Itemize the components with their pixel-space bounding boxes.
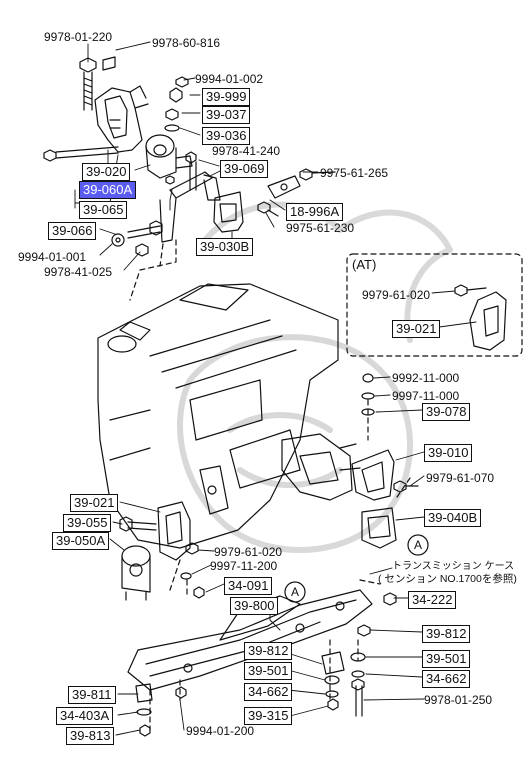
side-bolt [111,220,163,257]
part-box-34-662-right[interactable]: 34-662 [422,670,471,688]
at-inset-frame [346,253,523,357]
part-box-34-222[interactable]: 34-222 [408,591,457,609]
right-washer-stack [361,373,375,416]
part-box-39-055[interactable]: 39-055 [63,514,112,532]
part-box-39-030b[interactable]: 39-030B [196,238,254,256]
part-box-39-065[interactable]: 39-065 [79,201,128,219]
part-box-39-036[interactable]: 39-036 [202,127,251,145]
part-9997-11-200: 9997-11-200 [210,559,278,573]
left-mount-rubber [121,545,151,601]
at-mount-bracket [454,284,507,351]
part-box-39-999[interactable]: 39-999 [202,88,251,106]
left-mount-bracket [119,501,191,561]
part-box-39-010[interactable]: 39-010 [424,444,473,462]
part-box-39-813[interactable]: 39-813 [66,727,115,745]
part-box-39-069[interactable]: 39-069 [220,160,269,178]
long-bolt [43,146,119,162]
nut-stack [164,76,189,132]
part-box-34-403a[interactable]: 34-403A [56,707,114,725]
ref-a-label-1: A [414,538,423,552]
support-bracket [213,191,279,233]
crossmember-left-hardware [135,683,187,737]
part-box-39-501[interactable]: 39-501 [244,662,293,680]
left-small-bolts [180,542,205,599]
part-box-39-800[interactable]: 39-800 [230,597,279,615]
part-9994-01-001: 9994-01-001 [18,250,87,264]
bracket-plate [267,168,336,199]
at-label: (AT) [352,257,377,272]
upper-mount-bracket [94,85,149,153]
watermark-logo [177,201,453,553]
part-box-39-315[interactable]: 39-315 [244,707,293,725]
part-box-39-021-at[interactable]: 39-021 [392,320,441,338]
part-9978-41-240: 9978-41-240 [212,144,281,158]
part-box-39-021[interactable]: 39-021 [70,494,119,512]
transmission-mount-bracket [351,449,419,501]
crossmember-right-hardware [350,592,397,717]
part-box-39-812-right[interactable]: 39-812 [422,625,471,643]
part-9992-11-000: 9992-11-000 [392,371,460,385]
part-box-39-066[interactable]: 39-066 [48,222,97,240]
transmission-case-note: トランスミッション ケース [392,561,515,572]
part-box-39-811[interactable]: 39-811 [68,686,116,704]
engine-block [97,283,339,549]
part-box-39-050a[interactable]: 39-050A [52,532,110,550]
part-box-39-020[interactable]: 39-020 [82,163,131,181]
part-9975-61-265: 9975-61-265 [320,166,389,180]
ref-a-circle-1 [407,534,429,556]
part-box-39-060a[interactable]: 39-060A [79,181,137,199]
part-9978-60-816: 9978-60-816 [152,36,221,50]
leader-lines [129,239,411,731]
mount-arm-bracket [159,171,221,243]
top-bolt [79,56,116,111]
part-box-39-037[interactable]: 39-037 [202,106,251,124]
part-9994-01-200: 9994-01-200 [186,724,255,738]
part-box-39-040b[interactable]: 39-040B [424,509,482,527]
engine-mount-rubber [145,134,193,179]
ref-a-label-2: A [291,585,300,599]
part-box-34-091[interactable]: 34-091 [224,577,273,595]
part-box-39-501-right[interactable]: 39-501 [422,650,471,668]
ref-a-circle-2 [284,581,306,603]
transmission-mount-rubber [361,507,397,549]
part-9978-01-220: 9978-01-220 [44,30,113,44]
part-box-39-078[interactable]: 39-078 [422,403,471,421]
part-9975-61-230: 9975-61-230 [286,221,355,235]
part-box-34-662[interactable]: 34-662 [244,683,293,701]
transmission-case [281,433,361,501]
part-9978-01-250: 9978-01-250 [424,693,493,707]
part-9979-61-020: 9979-61-020 [214,545,283,559]
part-box-18-996a[interactable]: 18-996A [286,203,344,221]
part-9978-41-025: 9978-41-025 [44,265,113,279]
part-9994-01-002: 9994-01-002 [195,72,264,86]
part-box-39-812[interactable]: 39-812 [244,642,293,660]
crossmember-center-hardware [321,651,345,711]
part-9979-61-020-at: 9979-61-020 [362,288,431,302]
section-reference-note: ( センション NO.1700を参照) [378,573,517,585]
part-9997-11-000: 9997-11-000 [392,389,460,403]
part-9979-61-070: 9979-61-070 [426,471,495,485]
